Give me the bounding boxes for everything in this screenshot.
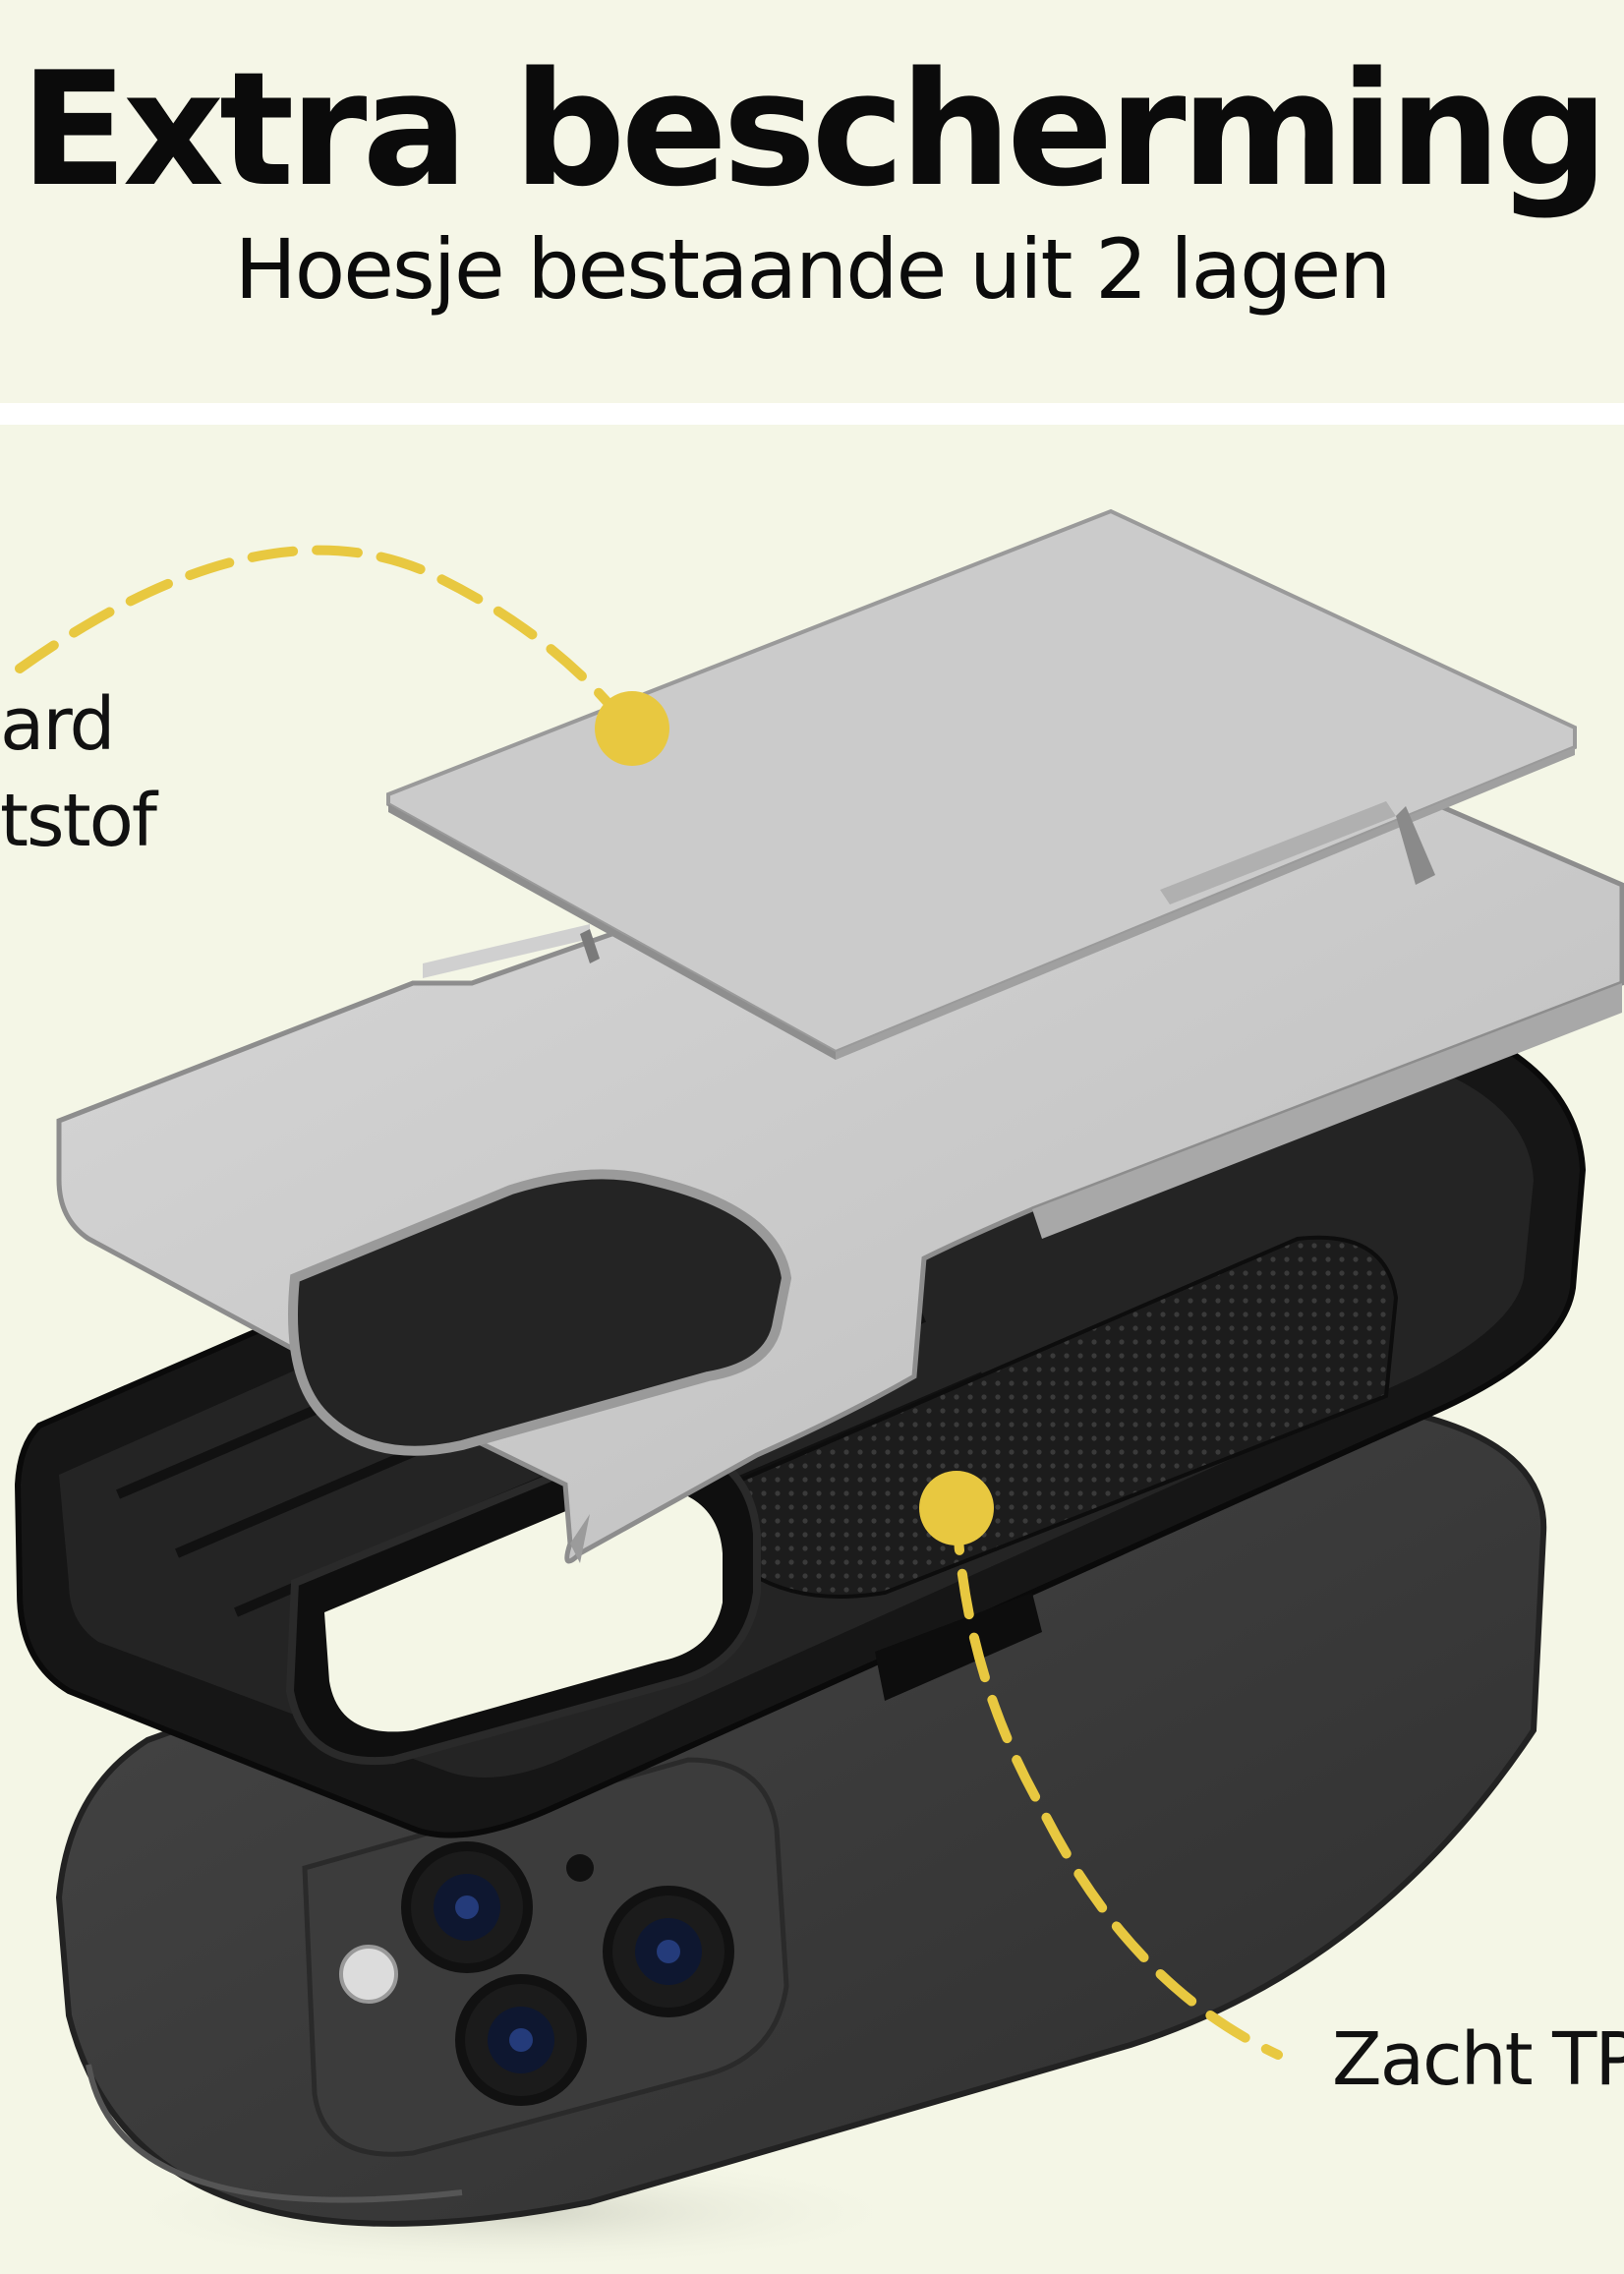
callout-line-right bbox=[952, 1504, 1283, 2060]
callout-line-left bbox=[15, 545, 634, 732]
card-slide-plate bbox=[386, 508, 1577, 1060]
page-subtitle: Hoesje bestaande uit 2 lagen bbox=[234, 221, 1392, 318]
camera-lens-icon bbox=[401, 1841, 533, 1973]
header-divider bbox=[0, 403, 1624, 425]
camera-lens-icon bbox=[455, 1974, 587, 2106]
label-hard-plastic-line-2: tstof bbox=[0, 779, 157, 863]
microphone-icon bbox=[566, 1854, 594, 1882]
label-soft-tpu: Zacht TP bbox=[1332, 2017, 1624, 2102]
phone-body bbox=[55, 1390, 1547, 2227]
callout-dot-right bbox=[919, 1471, 994, 1545]
page-title: Extra bescherming bbox=[20, 37, 1608, 221]
flash-icon bbox=[339, 1945, 398, 2004]
callout-dot-left bbox=[595, 691, 669, 766]
product-illustration bbox=[14, 508, 1624, 2271]
header-banner: Extra bescherming Hoesje bestaande uit 2… bbox=[0, 0, 1624, 403]
label-hard-plastic-line-1: ard bbox=[0, 682, 115, 767]
hard-plastic-shell bbox=[56, 725, 1624, 1564]
camera-lens-icon bbox=[603, 1886, 734, 2017]
